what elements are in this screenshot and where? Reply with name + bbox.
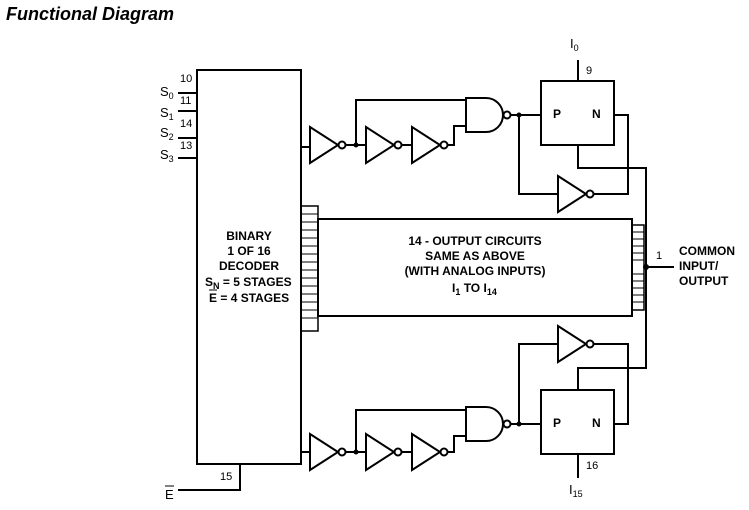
enable-label: E <box>165 487 174 502</box>
top-switch-box <box>540 80 615 146</box>
page-title: Functional Diagram <box>6 4 175 24</box>
decoder-line3: DECODER <box>219 259 279 273</box>
bottom-io-label: I15 <box>569 482 583 499</box>
pin-1: 1 <box>656 250 662 262</box>
common-line3: OUTPUT <box>679 274 729 288</box>
pin-9: 9 <box>586 65 592 77</box>
bottom-switch-n: N <box>592 416 601 430</box>
top-switch-n: N <box>592 107 601 121</box>
decoder-line1: BINARY <box>226 229 272 243</box>
decoder-bus <box>300 205 319 332</box>
decoder-line4: SN = 5 STAGES <box>205 275 292 291</box>
middle-line1: 14 - OUTPUT CIRCUITS <box>408 234 541 248</box>
top-feedback-inverter <box>557 174 588 214</box>
top-and-gate <box>465 97 504 133</box>
enable-line <box>178 464 241 491</box>
bottom-switch-p: P <box>553 416 561 430</box>
bottom-inverter-1 <box>309 432 340 472</box>
s0-label: S0 <box>160 84 174 101</box>
s3-label: S3 <box>160 147 174 164</box>
output-bus <box>631 224 645 311</box>
decoder-line2: 1 OF 16 <box>227 244 271 258</box>
common-line1: COMMON <box>679 244 735 258</box>
bottom-feedback-inverter <box>557 324 588 364</box>
middle-line2: SAME AS ABOVE <box>425 249 525 263</box>
pin-10: 10 <box>180 73 192 85</box>
pin-13: 13 <box>180 140 192 152</box>
bottom-inverter-2 <box>365 432 396 472</box>
bottom-inverter-3 <box>411 432 442 472</box>
s2-label: S2 <box>160 125 174 142</box>
bottom-and-gate <box>465 406 504 442</box>
top-inverter-3 <box>411 125 442 165</box>
pin-11: 11 <box>180 95 191 107</box>
s1-label: S1 <box>160 105 174 122</box>
pin-15: 15 <box>220 471 232 483</box>
pin-16: 16 <box>586 460 598 472</box>
top-inverter-1 <box>309 125 340 165</box>
middle-line3: (WITH ANALOG INPUTS) <box>405 264 546 278</box>
top-inverter-2 <box>365 125 396 165</box>
middle-line4: I1 TO I14 <box>452 281 497 297</box>
top-switch-p: P <box>553 107 561 121</box>
common-line2: INPUT/ <box>679 259 719 273</box>
decoder-line5: E = 4 STAGES <box>209 291 289 305</box>
bottom-switch-box <box>540 389 615 455</box>
top-io-label: I0 <box>570 36 579 53</box>
pin-14: 14 <box>180 118 192 130</box>
